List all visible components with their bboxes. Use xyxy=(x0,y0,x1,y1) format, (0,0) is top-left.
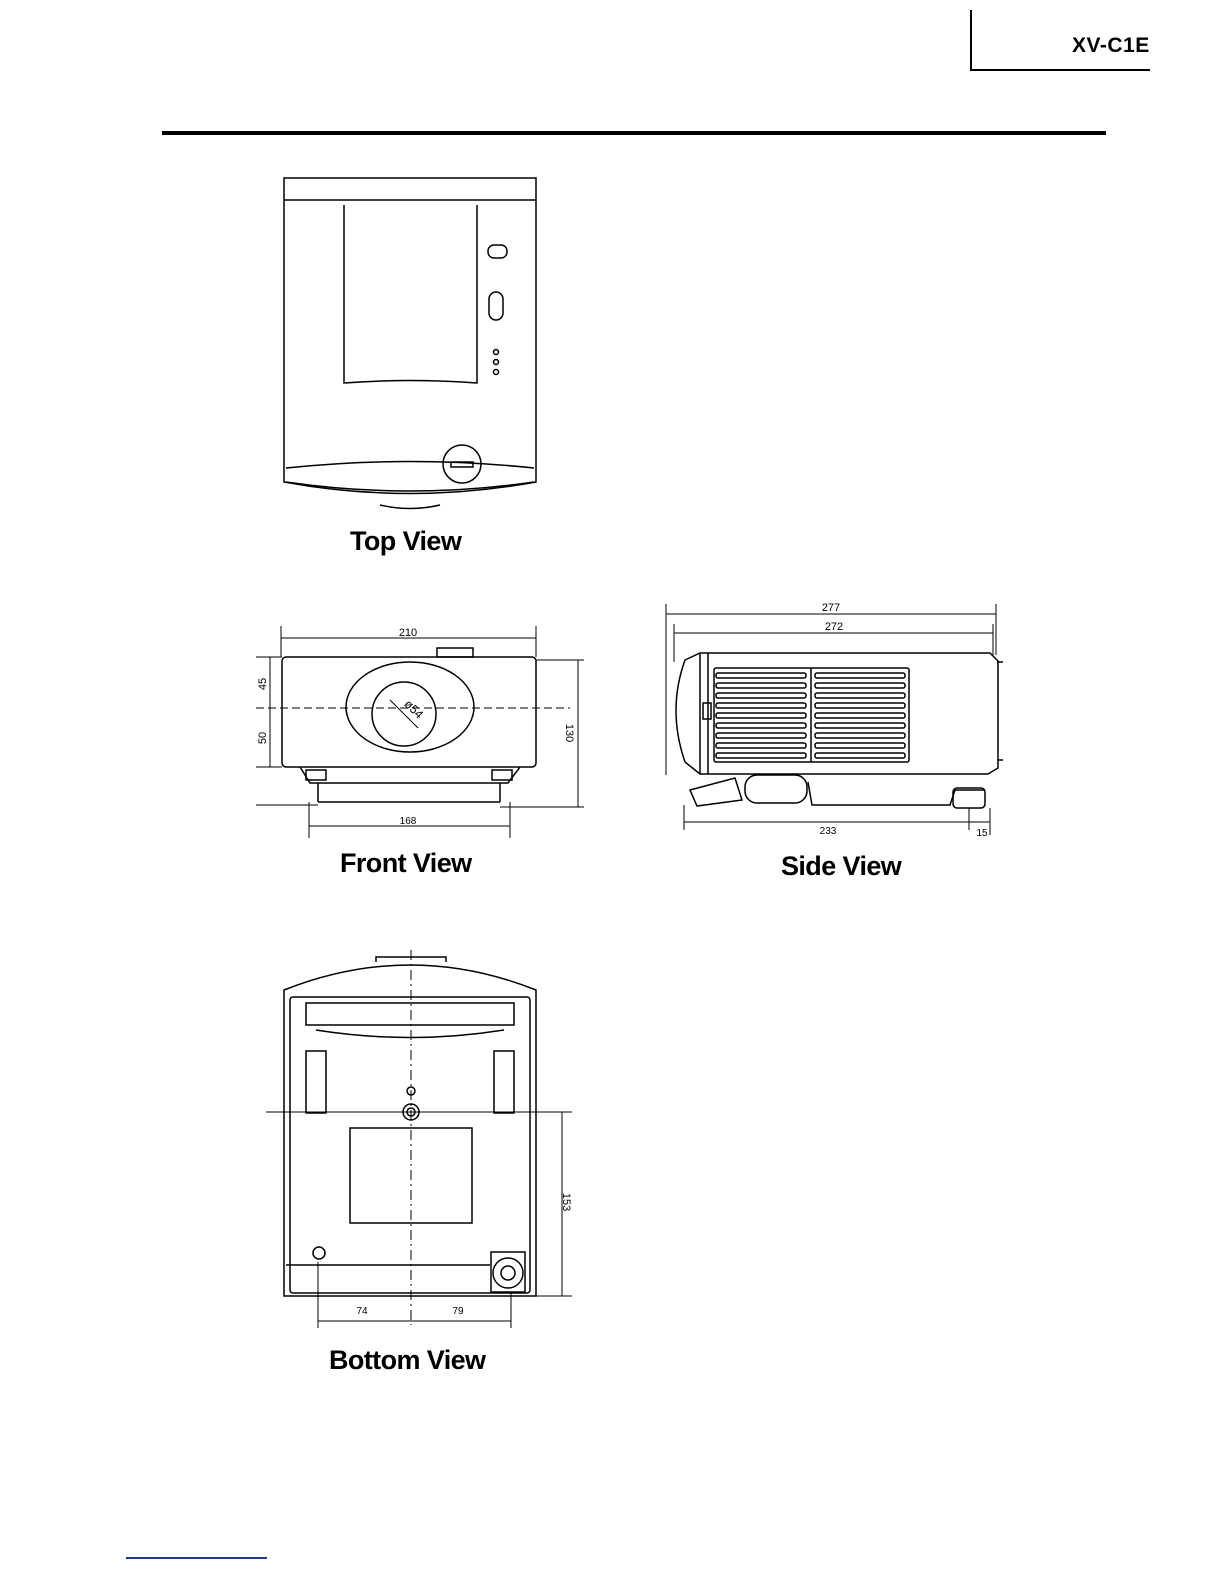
side-dim-body: 272 xyxy=(825,621,843,633)
side-dim-foot-span: 233 xyxy=(820,826,837,837)
side-dim-overall: 277 xyxy=(822,602,840,614)
front-dim-height: 130 xyxy=(563,724,575,742)
bottom-view-dimensions xyxy=(266,950,572,1328)
side-view-dimensions xyxy=(666,604,996,835)
bottom-dim-right: 79 xyxy=(452,1306,464,1317)
bottom-view-drawing xyxy=(284,957,536,1296)
bottom-view-caption: Bottom View xyxy=(329,1345,485,1376)
top-view-drawing xyxy=(284,178,536,509)
front-view-drawing xyxy=(282,648,536,802)
front-dim-lens: ø54 xyxy=(402,697,427,722)
top-view-caption: Top View xyxy=(350,526,461,557)
side-dim-foot-offset: 15 xyxy=(976,828,988,839)
front-dim-foot-span: 168 xyxy=(400,816,417,827)
front-dim-upper: 45 xyxy=(257,678,269,690)
front-dim-lower: 50 xyxy=(257,732,269,744)
side-view-caption: Side View xyxy=(781,851,901,882)
front-dim-width: 210 xyxy=(399,627,417,639)
footer-line xyxy=(126,1557,267,1559)
bottom-dim-depth: 153 xyxy=(560,1193,572,1211)
bottom-dim-left: 74 xyxy=(356,1306,368,1317)
front-view-caption: Front View xyxy=(340,848,472,879)
side-view-drawing xyxy=(676,653,1003,808)
